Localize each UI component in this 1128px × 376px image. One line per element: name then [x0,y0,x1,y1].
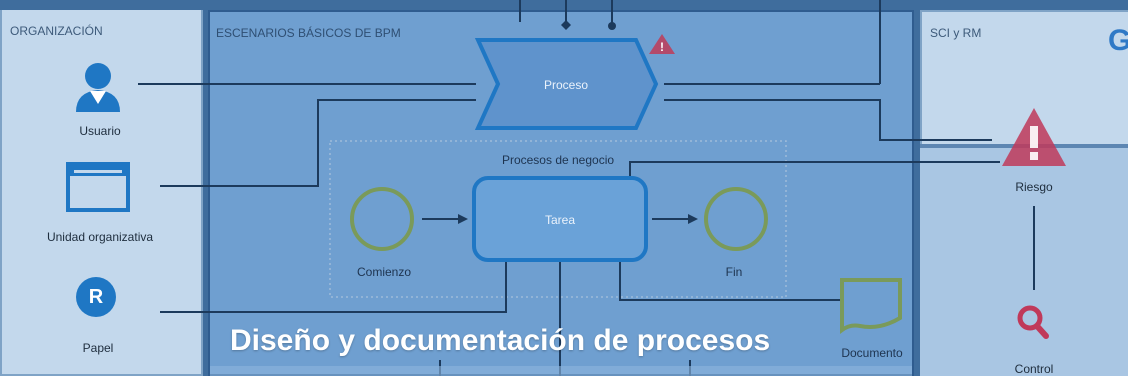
risk-icon [1002,108,1066,166]
svg-text:!: ! [660,40,664,54]
control-label: Control [1014,362,1054,376]
start-event-shape [350,187,414,251]
role-label: Papel [82,341,114,355]
business-process-area [329,140,787,298]
connectors [138,0,1035,376]
process-label: Proceso [543,78,589,92]
start-label: Comienzo [356,265,412,279]
sci-rm-panel-title: SCI y RM [930,26,982,40]
bpm-panel-title: ESCENARIOS BÁSICOS DE BPM [216,26,401,40]
role-icon [76,277,116,317]
task-label: Tarea [544,213,576,227]
task-shape [472,176,648,262]
warning-icon-small [649,34,675,54]
connector-dot [608,22,616,30]
risk-label: Riesgo [1015,180,1053,194]
banner-title: Diseño y documentación de procesos [230,324,771,357]
process-shape [474,38,659,130]
business-processes-label: Procesos de negocio [501,153,615,167]
user-icon [76,63,120,112]
user-label: Usuario [79,124,121,138]
org-unit-label: Unidad organizativa [46,230,154,244]
end-event-shape [704,187,768,251]
role-badge-letter: R [88,286,104,308]
corner-letter: G [1108,24,1128,57]
bottom-strip [210,366,912,376]
end-label: Fin [725,265,743,279]
right-lower-band [920,146,1128,376]
connector-diamond [561,20,571,30]
flow-arrows [422,214,698,224]
control-search-icon [1017,305,1049,339]
org-unit-icon [66,162,130,212]
document-label: Documento [841,346,903,360]
document-shape [840,278,902,334]
organization-panel-title: ORGANIZACIÓN [10,24,103,38]
